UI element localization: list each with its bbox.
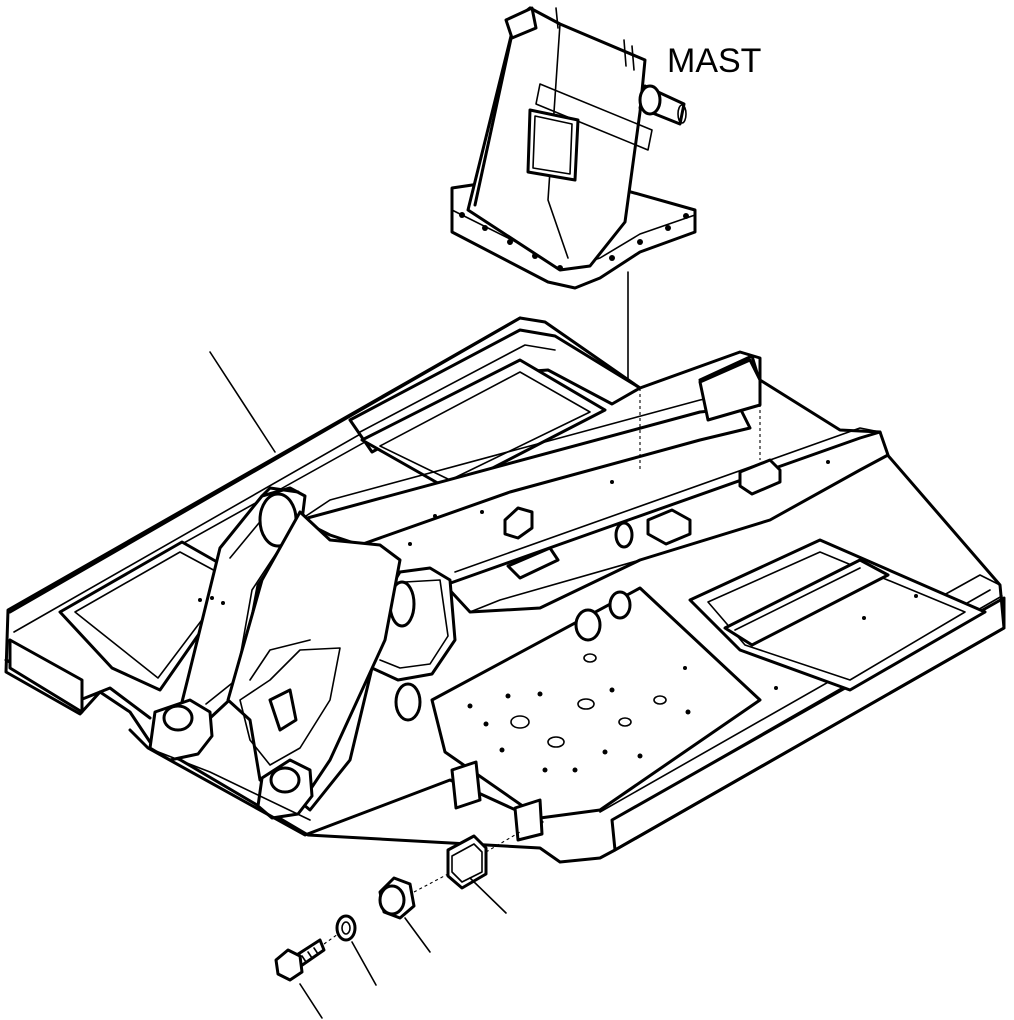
revolving-frame[interactable]	[4, 316, 1006, 864]
bolt-assembly-line	[323, 933, 339, 945]
bushing-assembly-line	[413, 873, 449, 893]
bushing-part[interactable]	[378, 876, 431, 953]
mast-label: MAST	[667, 42, 761, 80]
cover-plate-part[interactable]	[446, 834, 507, 914]
washer-part[interactable]	[335, 914, 377, 986]
cover-plate-assembly-line	[485, 831, 521, 853]
mast-assembly[interactable]	[450, 6, 697, 290]
frame-leader-line	[209, 351, 276, 453]
bolt-part[interactable]	[274, 938, 326, 1019]
